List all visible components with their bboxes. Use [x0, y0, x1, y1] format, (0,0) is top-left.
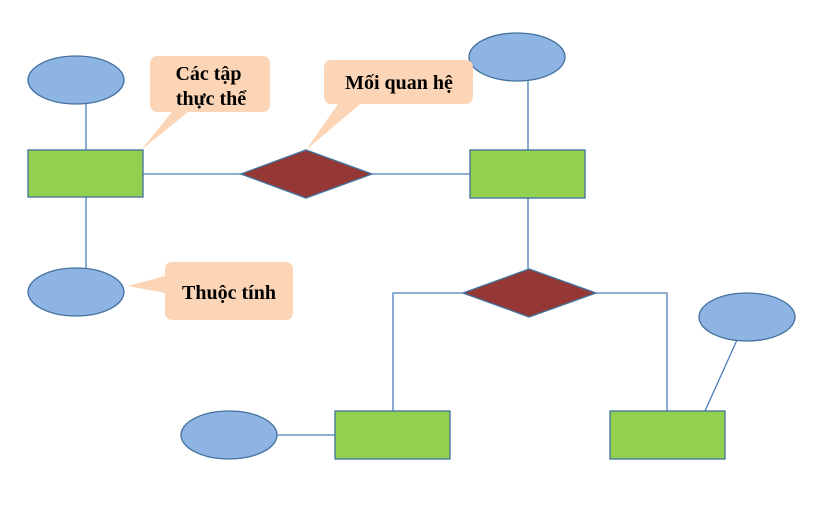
attributes	[27, 32, 796, 460]
entity-rect-right	[469, 149, 586, 199]
callout-attribute-bubble	[128, 262, 293, 320]
callout-entity-sets-line1: Các tập	[175, 63, 241, 85]
connector-attr-right-to-entity-bottom-right	[704, 339, 738, 412]
attribute-ellipse-top-left	[27, 55, 125, 105]
attribute-ellipse-top-right	[468, 32, 566, 82]
attribute-ellipse-right	[698, 292, 796, 342]
relationships	[239, 149, 598, 318]
callout-entity-sets-bubble	[141, 56, 270, 150]
entity-rect-left	[27, 149, 144, 198]
svg-text:Mối quan hệ: Mối quan hệ	[345, 72, 453, 94]
attribute-ellipse-bottom-left	[27, 267, 125, 317]
svg-text:Các tập thực thể: Các tập thực thể	[175, 63, 247, 110]
entity-rect-bottom-right	[609, 410, 726, 460]
entity-rect-bottom-middle	[334, 410, 451, 460]
entities	[27, 149, 726, 460]
callout-entity-sets-line2: thực thể	[176, 88, 247, 110]
relationship-diamond-2	[461, 268, 598, 318]
attribute-ellipse-bottom-middle	[180, 410, 278, 460]
callout-relationship: Mối quan hệ	[306, 60, 473, 150]
connector-relationship-2-to-entity-bottom-right	[596, 292, 668, 411]
callout-relationship-bubble	[306, 60, 473, 150]
callout-relationship-line1: Mối quan hệ	[345, 72, 453, 94]
svg-text:Thuộc tính: Thuộc tính	[182, 282, 276, 304]
callout-attribute: Thuộc tính	[128, 262, 293, 320]
callout-entity-sets: Các tập thực thể	[141, 56, 270, 150]
callout-attribute-line1: Thuộc tính	[182, 282, 276, 304]
connectors	[85, 81, 738, 436]
relationship-diamond-1	[239, 149, 374, 199]
connector-relationship-2-to-entity-bottom-middle	[392, 292, 463, 411]
